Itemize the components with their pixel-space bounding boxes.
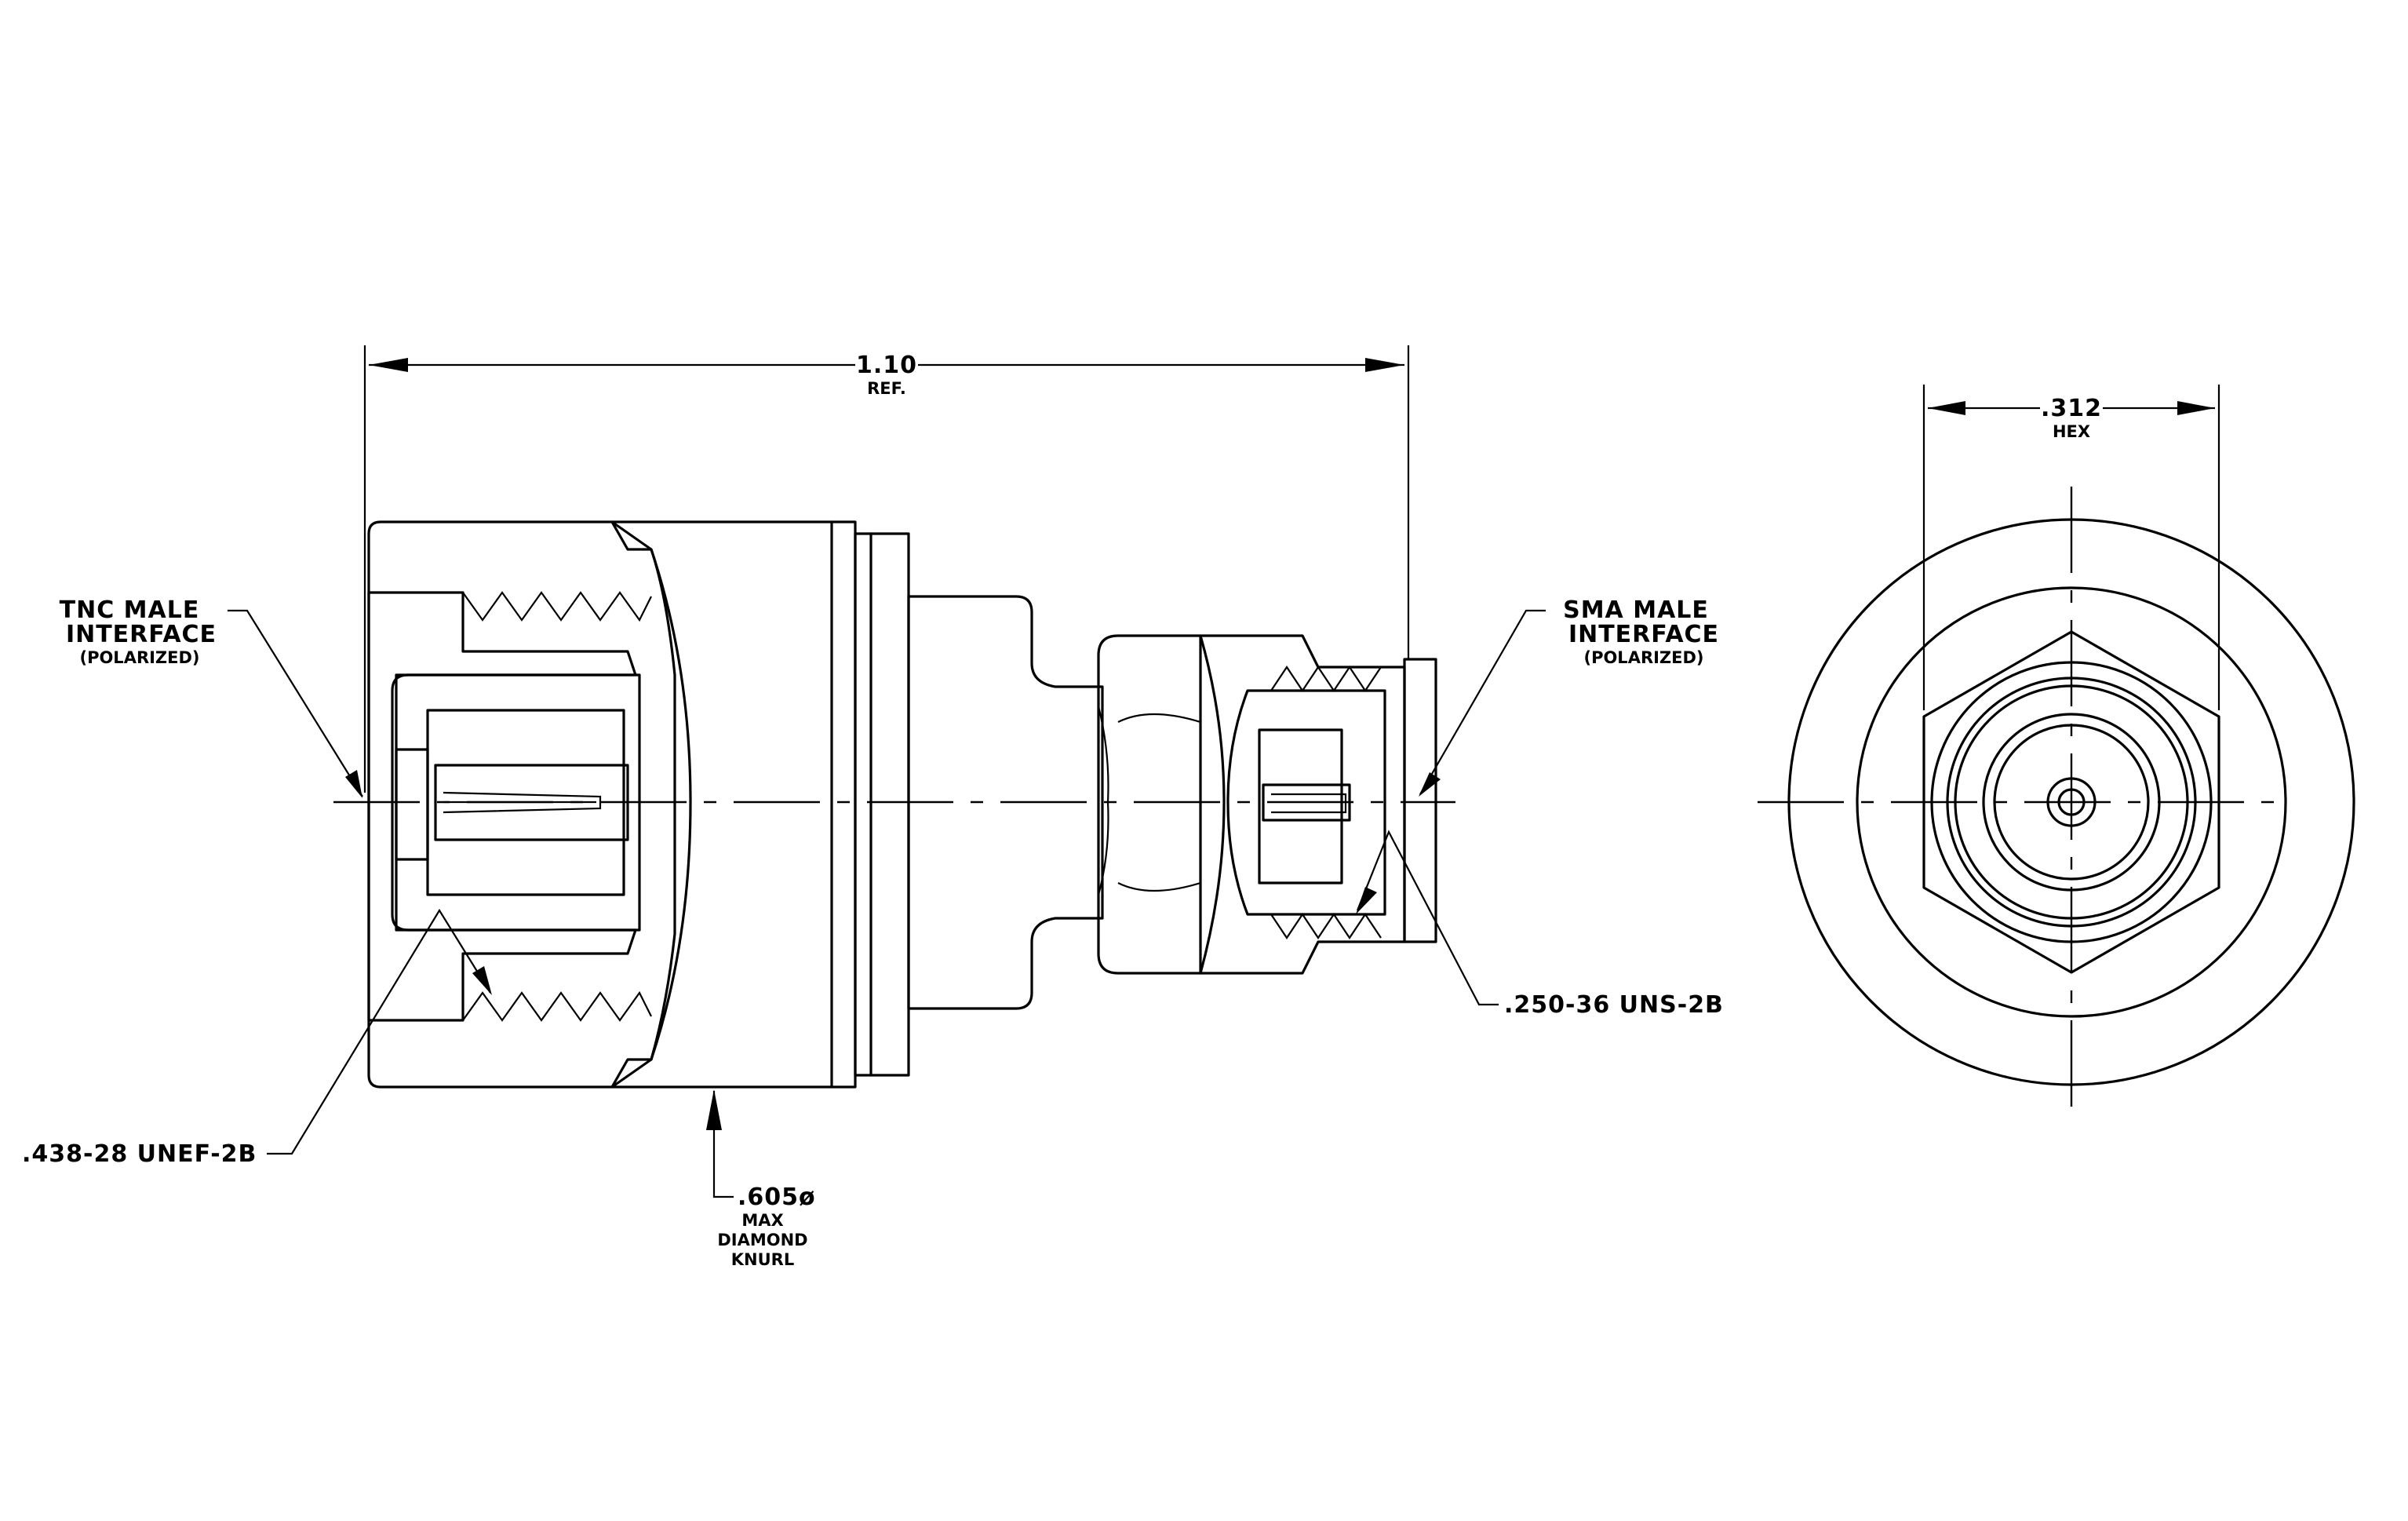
tnc-label-line1: TNC MALE <box>60 596 200 624</box>
sma-coupling-nut <box>1199 634 1437 975</box>
sma-label-line3: (POLARIZED) <box>1583 648 1703 667</box>
neck-body <box>907 595 1104 1010</box>
knurl-note-diamond: DIAMOND <box>717 1231 807 1249</box>
overall-length-label: 1.10 <box>856 352 917 379</box>
knurl-leader <box>706 1089 734 1198</box>
side-view: 1.10 REF. TNC MALE INTERFACE (POLARIZED)… <box>22 345 1724 1269</box>
overall-length-note: REF. <box>867 379 906 398</box>
thread-tnc-leader <box>267 908 492 1155</box>
center-pin-inner <box>2057 788 2086 816</box>
tnc-label-line3: (POLARIZED) <box>79 648 199 667</box>
center-pin-outer <box>2046 777 2097 827</box>
hex-note-label: HEX <box>2053 422 2090 441</box>
sma-interface-leader <box>1419 609 1546 797</box>
thread-sma-label: .250-36 UNS-2B <box>1504 991 1724 1019</box>
tnc-label-line2: INTERFACE <box>66 621 217 648</box>
sma-label-line2: INTERFACE <box>1568 621 1719 648</box>
knurled-body <box>610 520 857 1089</box>
sma-hex <box>1097 634 1202 975</box>
flange-circle <box>1856 586 2287 1018</box>
end-view: .312 HEX <box>1758 385 2355 1118</box>
thread-tnc-label: .438-28 UNEF-2B <box>22 1140 257 1168</box>
hex-size-label: .312 <box>2041 395 2102 422</box>
tnc-interface-leader <box>228 609 363 798</box>
tnc-inner-body <box>395 673 641 932</box>
sma-label-line1: SMA MALE <box>1563 596 1709 624</box>
hex-outline <box>1922 630 2220 974</box>
hex-dimension <box>1922 385 2220 710</box>
knurl-note-knurl: KNURL <box>731 1250 794 1269</box>
thread-sma-leader <box>1356 830 1499 1006</box>
knurl-note-max: MAX <box>741 1211 783 1230</box>
outer-circle <box>1787 518 2355 1086</box>
knurl-dia-label: .605ø <box>738 1184 816 1211</box>
overall-length-dimension <box>363 345 1410 793</box>
flange <box>854 532 910 1077</box>
